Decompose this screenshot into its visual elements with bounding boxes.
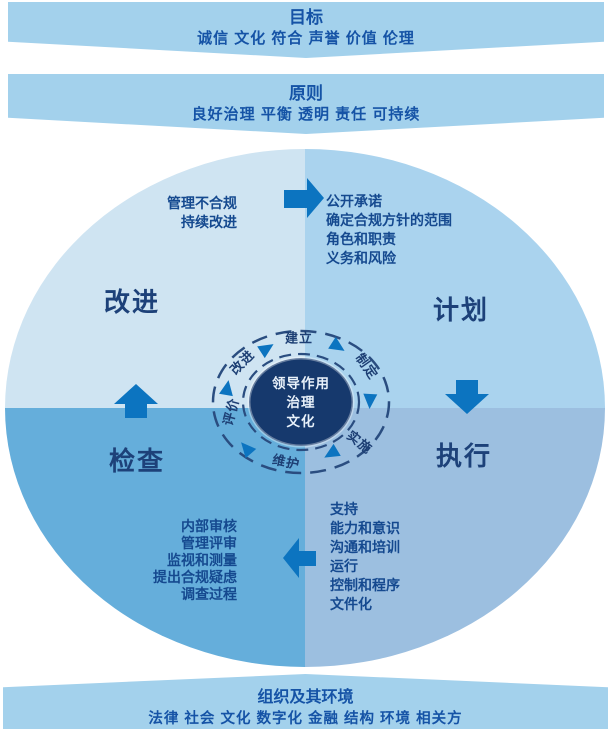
note-line: 内部审核 <box>181 518 237 534</box>
ring-triangle-icon <box>363 393 378 409</box>
note-line: 公开承诺 <box>326 193 382 209</box>
arrow-check-to-improve-icon <box>114 384 158 418</box>
do-notes: 支持 能力和意识 沟通和培训 运行 控制和程序 文件化 <box>330 500 400 614</box>
ring-label-maintain: 维护 <box>271 452 302 472</box>
inner-dashed-ring <box>241 352 361 452</box>
note-line: 运行 <box>330 558 358 574</box>
quadrant-do <box>305 408 605 667</box>
note-line: 能力和意识 <box>330 520 400 536</box>
check-notes: 内部审核 管理评审 监视和测量 提出合规疑虑 调查过程 <box>153 518 237 603</box>
improve-notes: 管理不合规 持续改进 <box>167 194 237 232</box>
note-line: 调查过程 <box>181 586 237 602</box>
quadrant-check-label: 检查 <box>108 446 165 476</box>
ring-label-develop: 制定 <box>353 351 381 383</box>
note-line: 持续改进 <box>181 214 237 230</box>
arrow-do-to-check-icon <box>283 538 316 578</box>
quadrant-plan <box>305 149 605 408</box>
quadrant-do-label: 执行 <box>435 441 492 471</box>
note-line: 支持 <box>330 501 358 517</box>
note-line: 控制和程序 <box>330 577 400 593</box>
pdca-ellipse <box>5 149 605 667</box>
note-line: 角色和职责 <box>326 231 396 247</box>
hub-line-culture: 文化 <box>286 413 316 429</box>
outer-dashed-ring <box>211 329 391 475</box>
note-line: 管理不合规 <box>167 195 237 211</box>
principles-banner-title: 原则 <box>289 84 323 103</box>
arrow-plan-to-do-icon <box>445 380 489 414</box>
ring-label-evaluate: 评价 <box>220 396 242 427</box>
ring-triangle-icon <box>328 336 345 351</box>
note-line: 提出合规疑虑 <box>153 569 237 585</box>
note-line: 义务和风险 <box>326 250 396 266</box>
note-line: 管理评审 <box>181 535 237 551</box>
ring-triangle-icon <box>219 380 233 397</box>
goal-banner-items: 诚信 文化 符合 声誉 价值 伦理 <box>197 30 415 47</box>
quadrant-plan-label: 计划 <box>432 295 489 325</box>
principles-banner-items: 良好治理 平衡 透明 责任 可持续 <box>191 106 421 123</box>
context-banner: 组织及其环境 法律 社会 文化 数字化 金融 结构 环境 相关方 <box>3 674 608 729</box>
context-banner-title: 组织及其环境 <box>257 689 354 706</box>
note-line: 确定合规方针的范围 <box>326 212 452 228</box>
hub-line-governance: 治理 <box>286 394 316 410</box>
ring-triangle-icon <box>241 442 257 459</box>
quadrant-improve-label: 改进 <box>103 287 160 317</box>
hub-text: 领导作用 治理 文化 <box>246 357 356 447</box>
note-line: 监视和测量 <box>167 552 237 568</box>
arrow-improve-to-plan-icon <box>284 178 324 218</box>
note-line: 文件化 <box>330 596 372 612</box>
ring-label-establish: 建立 <box>285 330 313 345</box>
hub-line-leadership: 领导作用 <box>272 375 330 391</box>
plan-notes: 公开承诺 确定合规方针的范围 角色和职责 义务和风险 <box>326 192 452 268</box>
ring-triangle-icon <box>257 344 274 359</box>
ring-triangle-icon <box>324 443 341 458</box>
context-banner-items: 法律 社会 文化 数字化 金融 结构 环境 相关方 <box>148 711 463 727</box>
quadrant-improve <box>5 149 305 408</box>
note-line: 沟通和培训 <box>330 539 400 555</box>
goal-banner-title: 目标 <box>289 8 323 27</box>
hub-circle <box>247 356 355 448</box>
quadrant-check <box>5 408 305 667</box>
